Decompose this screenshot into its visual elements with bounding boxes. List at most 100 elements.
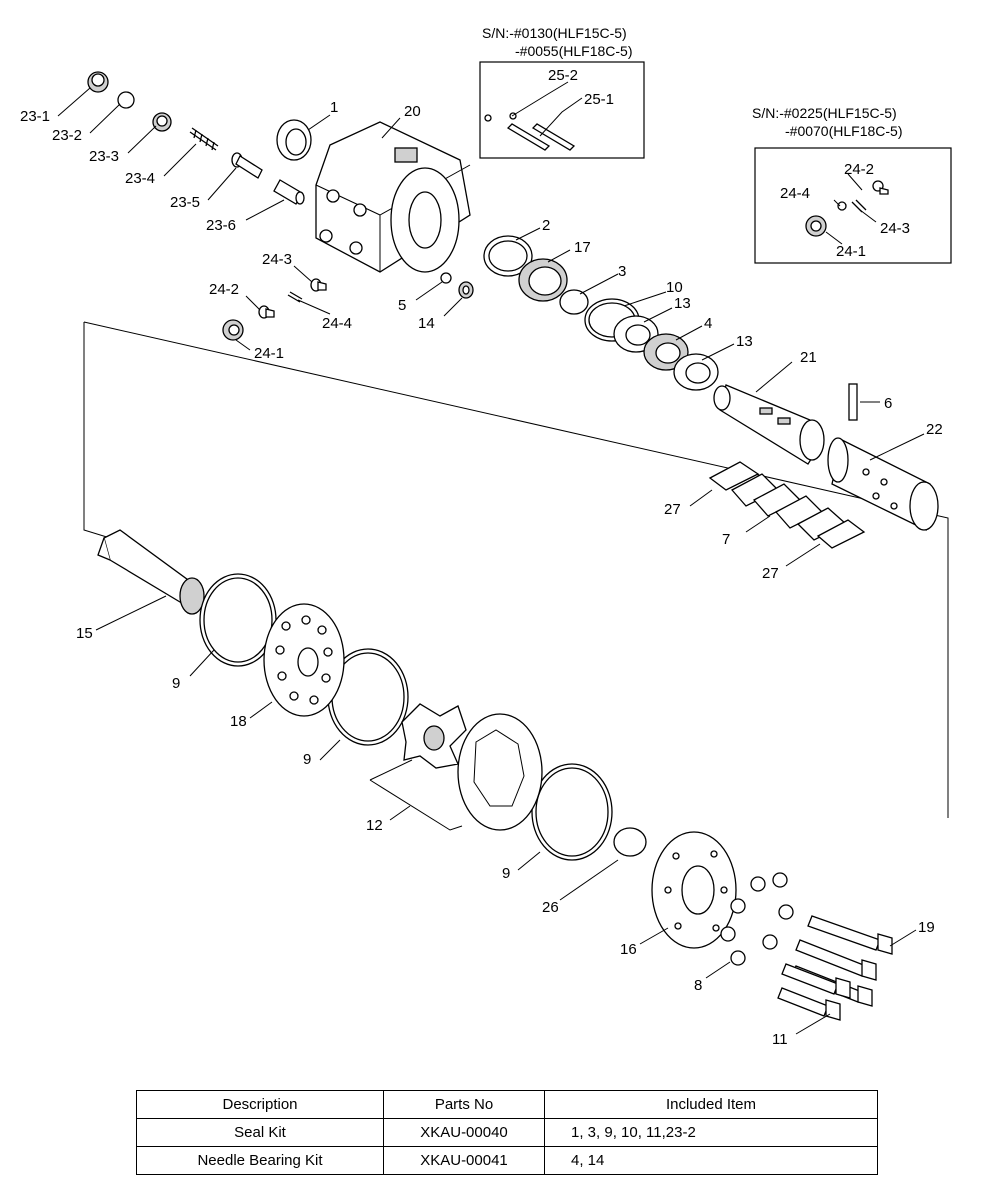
part-24-2-plug (258, 305, 275, 319)
part-24-3-spring (310, 278, 327, 292)
part-14-bearing (458, 281, 474, 299)
cell-parts-no: XKAU-00041 (383, 1146, 545, 1175)
callout-23-6: 23-6 (206, 217, 236, 234)
part-27-centering-spring-set (708, 461, 866, 549)
callout-25-2: 25-2 (548, 67, 578, 84)
callout-7: 7 (722, 531, 730, 548)
serial-note-right-line2: -#0070(HLF18C-5) (785, 123, 903, 139)
callout-13a: 13 (674, 295, 691, 312)
part-13-washer-b (673, 353, 719, 391)
part-12-gerotor-set (369, 703, 543, 831)
header-included-item: Included Item (544, 1090, 878, 1119)
part-24-2-plug-inset (872, 180, 889, 195)
table-row: Seal Kit XKAU-00040 1, 3, 9, 10, 11,23-2 (136, 1118, 878, 1147)
cell-included-item: 1, 3, 9, 10, 11,23-2 (544, 1118, 878, 1147)
callout-22: 22 (926, 421, 943, 438)
callout-1: 1 (330, 99, 338, 116)
part-26-cap (613, 827, 647, 857)
callout-27b: 27 (762, 565, 779, 582)
callout-3: 3 (618, 263, 626, 280)
callout-9c: 9 (502, 865, 510, 882)
part-24-1-plug (222, 319, 244, 341)
part-24-4-ball (287, 291, 303, 303)
callout-6: 6 (884, 395, 892, 412)
part-24-4-ball-inset (837, 201, 847, 211)
leader-lines (57, 81, 925, 1035)
callout-14: 14 (418, 315, 435, 332)
assembly-outline (83, 322, 111, 539)
callout-21: 21 (800, 349, 817, 366)
part-24-3-spring-inset (851, 199, 867, 213)
part-25-2-ball (484, 112, 517, 122)
callout-15: 15 (76, 625, 93, 642)
callout-20: 20 (404, 103, 421, 120)
assembly-outline-right (83, 321, 949, 818)
cell-parts-no: XKAU-00040 (383, 1118, 545, 1147)
callout-5: 5 (398, 297, 406, 314)
callout-12: 12 (366, 817, 383, 834)
part-20-housing (315, 121, 471, 273)
callout-24-1-inset: 24-1 (836, 243, 866, 260)
part-3-o-ring (559, 289, 589, 315)
part-9-o-ring-a (199, 573, 277, 667)
part-8-washers (720, 872, 794, 966)
callout-24-3-inset: 24-3 (880, 220, 910, 237)
callout-17: 17 (574, 239, 591, 256)
callout-24-1: 24-1 (254, 345, 284, 362)
part-23-5-poppet (231, 152, 263, 179)
part-15-drive-shaft (97, 529, 205, 615)
part-23-1-plug (87, 71, 109, 93)
callout-23-5: 23-5 (170, 194, 200, 211)
header-parts-no: Parts No (383, 1090, 545, 1119)
callout-13b: 13 (736, 333, 753, 350)
part-16-end-cap (651, 831, 737, 949)
callout-9a: 9 (172, 675, 180, 692)
callout-8: 8 (694, 977, 702, 994)
part-25-1-pin (506, 123, 576, 151)
serial-note-top-line1: S/N:-#0130(HLF15C-5) (482, 25, 627, 41)
part-23-3-plug (152, 112, 172, 132)
kit-table-header-row: Description Parts No Included Item (136, 1090, 878, 1119)
table-row: Needle Bearing Kit XKAU-00041 4, 14 (136, 1146, 878, 1175)
part-21-spool (713, 384, 825, 465)
part-22-sleeve (827, 437, 939, 532)
callout-9b: 9 (303, 751, 311, 768)
callout-23-1: 23-1 (20, 108, 50, 125)
part-2-ring (483, 235, 533, 277)
part-23-6-valve (273, 179, 305, 205)
callout-24-4: 24-4 (322, 315, 352, 332)
callout-18: 18 (230, 713, 247, 730)
callout-24-2: 24-2 (209, 281, 239, 298)
callout-23-3: 23-3 (89, 148, 119, 165)
part-9-o-ring-c (531, 763, 613, 861)
part-5-ball (440, 272, 452, 284)
callout-16: 16 (620, 941, 637, 958)
callout-24-4-inset: 24-4 (780, 185, 810, 202)
callout-4: 4 (704, 315, 712, 332)
header-description: Description (136, 1090, 384, 1119)
callout-25-1: 25-1 (584, 91, 614, 108)
part-4-needle-bearing (643, 333, 689, 371)
inset-box-24 (754, 147, 952, 264)
serial-note-top-line2: -#0055(HLF18C-5) (515, 43, 633, 59)
part-24-1-plug-inset (805, 215, 827, 237)
callout-24-3: 24-3 (262, 251, 292, 268)
callout-23-2: 23-2 (52, 127, 82, 144)
serial-note-right-line1: S/N:-#0225(HLF15C-5) (752, 105, 897, 121)
callout-10: 10 (666, 279, 683, 296)
callout-23-4: 23-4 (125, 170, 155, 187)
part-11-bolts (777, 963, 851, 1021)
part-23-4-spring (189, 127, 219, 151)
callout-27a: 27 (664, 501, 681, 518)
cell-description: Needle Bearing Kit (136, 1146, 384, 1175)
callout-26: 26 (542, 899, 559, 916)
kit-table: Description Parts No Included Item Seal … (136, 1090, 878, 1175)
callout-24-2-inset: 24-2 (844, 161, 874, 178)
inset-box-25 (479, 61, 645, 159)
part-23-2-o-ring (117, 91, 135, 109)
callout-19: 19 (918, 919, 935, 936)
part-9-o-ring-b (327, 648, 409, 746)
callout-2: 2 (542, 217, 550, 234)
part-17-bushing (518, 258, 568, 302)
